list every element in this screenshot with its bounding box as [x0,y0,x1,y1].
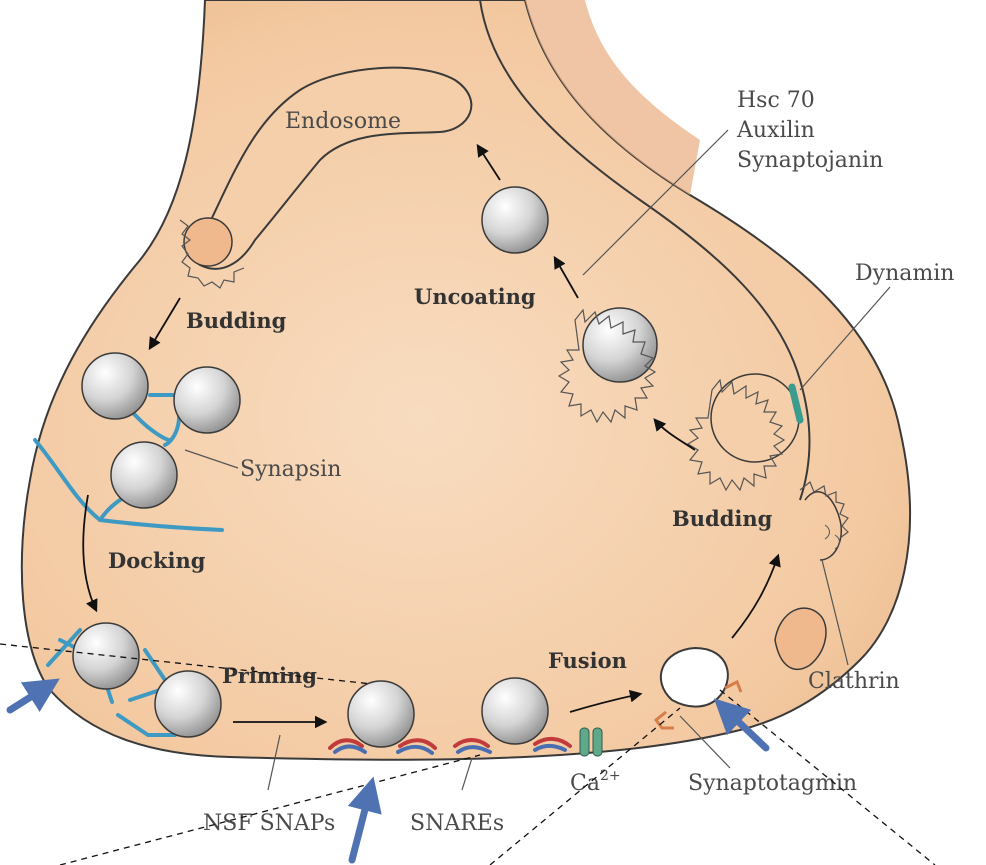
priming-label: Priming [222,663,317,688]
budding-top-label: Budding [186,308,287,333]
synapsin-label: Synapsin [240,457,341,482]
uncoated-vesicle [482,187,548,253]
snares-label: SNAREs [410,811,504,836]
uncoating-label: Uncoating [414,284,536,309]
synaptojanin-label: Synaptojanin [737,148,883,173]
docking-label: Docking [108,548,206,573]
fusion-label: Fusion [548,648,627,673]
clathrin-label: Clathrin [808,669,900,694]
budding-right-label: Budding [672,506,773,531]
dynamin-label: Dynamin [855,261,954,286]
endosome-label: Endosome [285,109,401,134]
auxilin-label: Auxilin [736,118,815,143]
hsc70-label: Hsc 70 [737,88,815,113]
synaptotagmin-label: Synaptotagmin [688,771,857,796]
snares-leader [462,758,472,790]
nsf-snaps-label: NSF SNAPs [203,811,335,836]
